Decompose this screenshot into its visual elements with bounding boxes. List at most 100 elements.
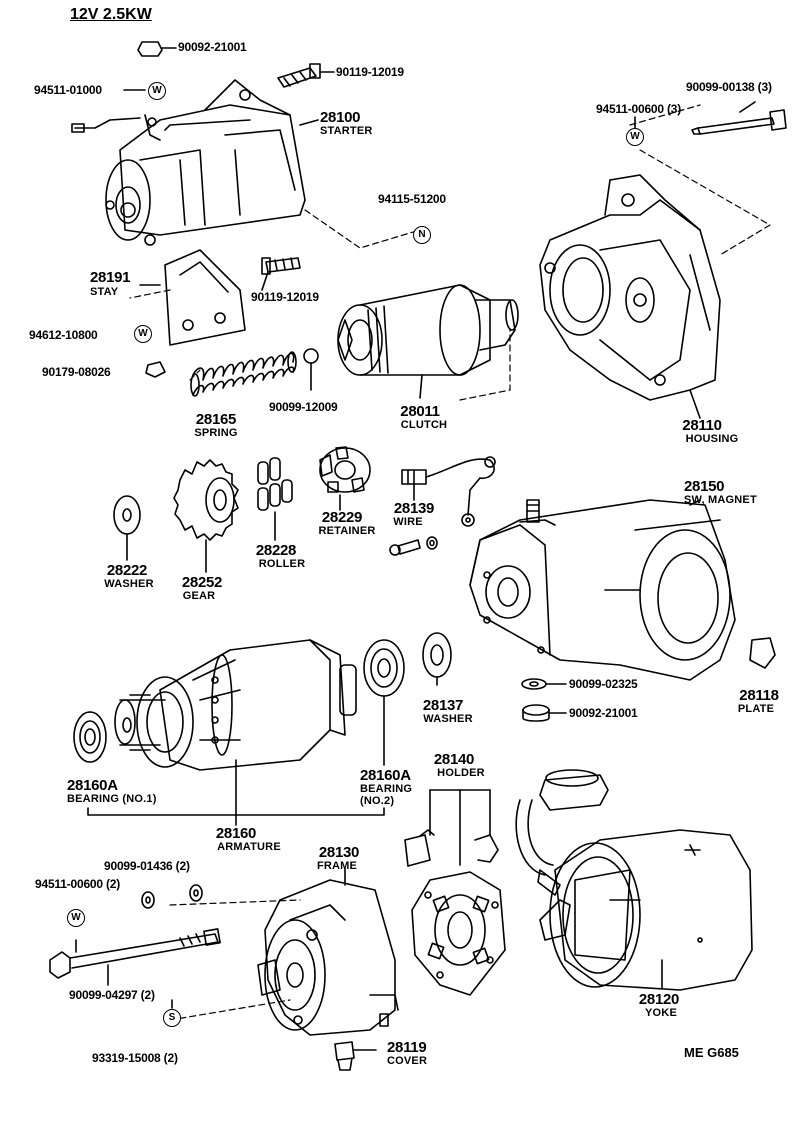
part-name-label: RETAINER — [318, 525, 376, 537]
part-number-label: 28119 — [387, 1039, 427, 1056]
yoke-drawing — [515, 769, 753, 991]
retainer-drawing — [319, 446, 371, 511]
long-bolt-drawing — [691, 101, 787, 135]
part-number-label: 28252 — [181, 574, 223, 591]
part-name-label: GEAR — [182, 590, 216, 602]
part-name-label: HOLDER — [437, 767, 485, 779]
part-number-label: 28160A — [360, 767, 411, 784]
washer-small-drawing — [521, 678, 547, 690]
steel-ball-drawing — [303, 348, 319, 364]
armature-drawing — [114, 639, 357, 826]
part-name-label: PLATE — [737, 703, 775, 715]
part-name-label: HOUSING — [685, 433, 739, 445]
part-number-label: 94612-10800 — [29, 328, 98, 342]
part-number-label: 90119-12019 — [251, 290, 319, 304]
bearing-no2-drawing — [363, 639, 405, 766]
part-number-label: 93319-15008 (2) — [92, 1051, 178, 1065]
part-number-label: 28150 — [684, 478, 725, 495]
part-name-label: BEARING (NO.1) — [67, 793, 157, 805]
wire-drawing — [401, 456, 496, 527]
part-number-label: 90179-08026 — [42, 365, 111, 379]
magnetic-switch-drawing — [469, 499, 736, 681]
part-number-label: 90092-21001 — [178, 40, 247, 54]
gear-drawing — [173, 459, 239, 573]
part-name-label: WASHER — [104, 578, 154, 590]
washer-marker-w: W — [134, 325, 152, 343]
part-name-label: STAY — [90, 286, 119, 298]
through-bolt-drawing — [49, 928, 221, 986]
part-number-label: 28228 — [255, 542, 297, 559]
part-number-label: 90099-00138 (3) — [686, 80, 772, 94]
part-name-label: CLUTCH — [400, 419, 448, 431]
part-number-label: 94511-00600 (2) — [35, 877, 121, 891]
part-name-label: STARTER — [320, 125, 373, 137]
washer-marker-w: W — [148, 82, 166, 100]
housing-drawing — [539, 174, 721, 419]
part-number-label: 28110 — [682, 417, 722, 434]
part-name-label: BEARING — [360, 783, 413, 795]
washer-28222-drawing — [113, 495, 141, 561]
part-name-label: YOKE — [645, 1007, 677, 1019]
part-number-label: 28229 — [321, 509, 363, 526]
part-number-label: 28165 — [195, 411, 237, 428]
part-number-label: 90119-12019 — [336, 65, 404, 79]
part-number-label: 28100 — [320, 109, 361, 126]
part-name-label: COVER — [387, 1055, 428, 1067]
part-number-label: 28139 — [393, 500, 435, 517]
small-nut-drawing — [145, 361, 166, 378]
part-name-label: ROLLER — [258, 558, 306, 570]
part-number-label: 28222 — [106, 562, 148, 579]
roller-drawing — [257, 457, 293, 541]
part-number-label: 94511-01000 — [34, 83, 102, 97]
washer-marker-w: W — [626, 128, 644, 146]
part-number-label: 28118 — [739, 687, 779, 704]
nut-marker-n: N — [413, 226, 431, 244]
bolt-top-drawing — [277, 63, 335, 88]
part-number-label: 28011 — [400, 403, 440, 420]
frame-drawing — [257, 867, 399, 1036]
part-number-label: 90099-12009 — [269, 400, 338, 414]
part-number-label: 90099-01436 (2) — [104, 859, 190, 873]
part-name-label: ARMATURE — [217, 841, 281, 853]
bolt-mid-drawing — [261, 257, 301, 291]
part-number-label: 28140 — [433, 751, 475, 768]
figure-code: ME G685 — [684, 1045, 739, 1060]
part-number-label: 94511-00600 (3) — [596, 102, 682, 116]
screw-and-washer-drawing — [389, 536, 438, 556]
part-number-label: 28130 — [318, 844, 360, 861]
part-number-label: 28137 — [422, 697, 464, 714]
part-number-label: 28160A — [67, 777, 118, 794]
part-number-label: 90092-21001 — [569, 706, 638, 720]
starter-assembly-drawing — [71, 79, 306, 246]
cover-drawing — [334, 1041, 377, 1071]
part-number-label: 90099-04297 (2) — [69, 988, 155, 1002]
page-title: 12V 2.5KW — [70, 6, 152, 23]
part-number-label: 28160 — [215, 825, 257, 842]
bearing-bracket — [87, 807, 385, 816]
seal-marker-s: S — [163, 1009, 181, 1027]
assembly-leader-lines — [129, 104, 771, 1021]
bearing-no1-drawing — [73, 711, 107, 763]
part-name-label: WIRE — [393, 516, 423, 528]
part-name-label: SPRING — [194, 427, 238, 439]
washer-28137-drawing — [422, 632, 452, 686]
part-name-label: (NO.2) — [360, 795, 395, 807]
spring-drawing — [190, 351, 297, 397]
part-number-label: 28120 — [638, 991, 680, 1008]
part-number-label: 90099-02325 — [569, 677, 638, 691]
nut-small-drawing — [522, 704, 567, 722]
nut-icon — [137, 41, 163, 57]
plate-drawing — [749, 637, 776, 669]
part-number-label: 28191 — [90, 269, 131, 286]
washer-pair-drawing — [141, 884, 203, 909]
brush-holder-drawing — [404, 789, 506, 996]
clutch-drawing — [337, 284, 519, 399]
part-number-label: 94115-51200 — [378, 192, 446, 206]
part-name-label: FRAME — [316, 860, 358, 872]
stay-bracket-drawing — [139, 249, 246, 346]
part-name-label: WASHER — [423, 713, 473, 725]
washer-marker-w: W — [67, 909, 85, 927]
part-name-label: SW, MAGNET — [684, 494, 757, 506]
